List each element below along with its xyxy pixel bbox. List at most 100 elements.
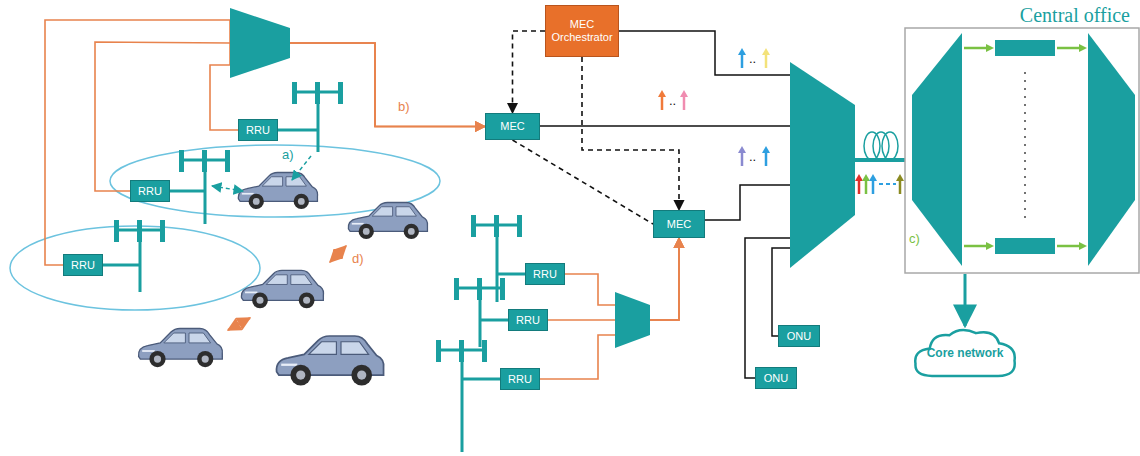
callout-letter: c) xyxy=(909,232,920,245)
wavelength-arrow xyxy=(762,48,770,68)
central-office-frame xyxy=(995,40,1055,56)
ellipsis-mark: .. xyxy=(669,94,676,107)
node-label: RRU xyxy=(246,124,270,137)
node-label: MEC Orchestrator xyxy=(549,18,615,43)
onu-box: ONU xyxy=(755,367,797,389)
rru-box: RRU xyxy=(525,263,565,285)
central-office-frame xyxy=(964,242,994,250)
onu-box: ONU xyxy=(778,325,820,347)
connector xyxy=(548,238,679,320)
callout-letter: d) xyxy=(352,252,364,265)
node-label: RRU xyxy=(508,373,532,386)
radio-link xyxy=(292,156,311,180)
wavelength-arrow xyxy=(855,174,863,194)
fiber-spool xyxy=(855,132,905,160)
connector xyxy=(513,31,546,113)
node-label: ONU xyxy=(764,372,788,385)
ellipsis-mark: .. xyxy=(749,52,756,65)
antenna-head xyxy=(471,215,522,237)
antenna-mast xyxy=(170,160,205,224)
callout-letter: a) xyxy=(282,148,294,161)
fiber-link xyxy=(617,31,790,75)
connector xyxy=(582,57,679,210)
wavelength-arrow xyxy=(879,183,896,185)
central-office-frame xyxy=(1024,72,1026,222)
core-network-cloud: Core network xyxy=(910,326,1020,382)
central-office-frame xyxy=(1088,33,1135,266)
coverage-cell xyxy=(10,145,440,310)
antenna-head xyxy=(292,82,343,104)
wavelength-arrow xyxy=(869,174,877,194)
node-label: RRU xyxy=(516,314,540,327)
cloud-outline xyxy=(915,330,1015,376)
vehicle xyxy=(238,173,317,210)
central-office-frame xyxy=(1057,242,1087,250)
fiber-spool xyxy=(882,132,898,160)
rru-box: RRU xyxy=(508,309,548,331)
rru-box: RRU xyxy=(500,368,540,390)
antenna-mast xyxy=(103,230,140,292)
antenna-head xyxy=(114,82,522,362)
vehicle xyxy=(139,173,428,386)
antenna-head xyxy=(436,340,487,362)
antenna-head xyxy=(179,150,230,172)
wavelength-arrow xyxy=(658,48,904,194)
wavelength-arrow xyxy=(738,146,746,166)
connector xyxy=(95,42,485,191)
connector xyxy=(540,238,679,379)
central-office-frame xyxy=(995,238,1055,254)
connector xyxy=(513,140,654,224)
multiplexer xyxy=(230,8,290,78)
wavelength-arrow xyxy=(680,90,688,110)
node-label: MEC xyxy=(500,120,524,133)
wavelength-arrow xyxy=(862,174,870,194)
node-label: RRU xyxy=(533,268,557,281)
radio-link xyxy=(212,156,346,330)
connector xyxy=(964,274,967,326)
node-label: Central office xyxy=(1020,4,1130,27)
node-label: RRU xyxy=(71,259,95,272)
vehicle xyxy=(139,329,223,368)
antenna-mast xyxy=(103,92,525,452)
callout-letter: b) xyxy=(398,100,410,113)
fiber-link xyxy=(772,248,790,336)
antenna-head xyxy=(114,220,165,242)
mec-box: MEC xyxy=(653,210,705,238)
multiplexer xyxy=(790,62,855,268)
fiber-spool xyxy=(873,132,889,160)
multiplexer xyxy=(615,292,650,348)
central-office-frame xyxy=(905,28,1139,273)
node-label: MEC xyxy=(667,218,691,231)
vehicle xyxy=(241,270,323,308)
node-label: RRU xyxy=(138,185,162,198)
central-office-frame xyxy=(1057,44,1087,52)
wavelength-arrow xyxy=(738,48,746,68)
wavelength-arrow xyxy=(896,174,904,194)
antenna-mast xyxy=(462,350,500,452)
multiplexer xyxy=(230,8,855,348)
vehicle xyxy=(348,203,427,240)
vehicle xyxy=(277,336,384,385)
wavelength-arrow xyxy=(762,146,770,166)
fiber-link xyxy=(705,185,790,220)
rru-box: RRU xyxy=(130,180,170,202)
rru-box: RRU xyxy=(238,119,278,141)
antenna-mast xyxy=(278,92,318,152)
ellipsis-mark: .. xyxy=(749,150,756,163)
antenna-head xyxy=(454,278,505,300)
central-office-frame xyxy=(905,28,1139,273)
wavelength-arrow xyxy=(658,90,666,110)
node-label: ONU xyxy=(787,330,811,343)
fiber-link xyxy=(540,125,790,127)
radio-link xyxy=(228,318,250,330)
fiber-link xyxy=(745,238,790,378)
fiber-spool xyxy=(864,132,880,160)
radio-link xyxy=(212,186,243,191)
central-office-frame xyxy=(964,44,994,52)
coverage-cell xyxy=(10,226,260,310)
fiber-link xyxy=(540,31,790,378)
central-office: Central office xyxy=(905,2,1140,274)
